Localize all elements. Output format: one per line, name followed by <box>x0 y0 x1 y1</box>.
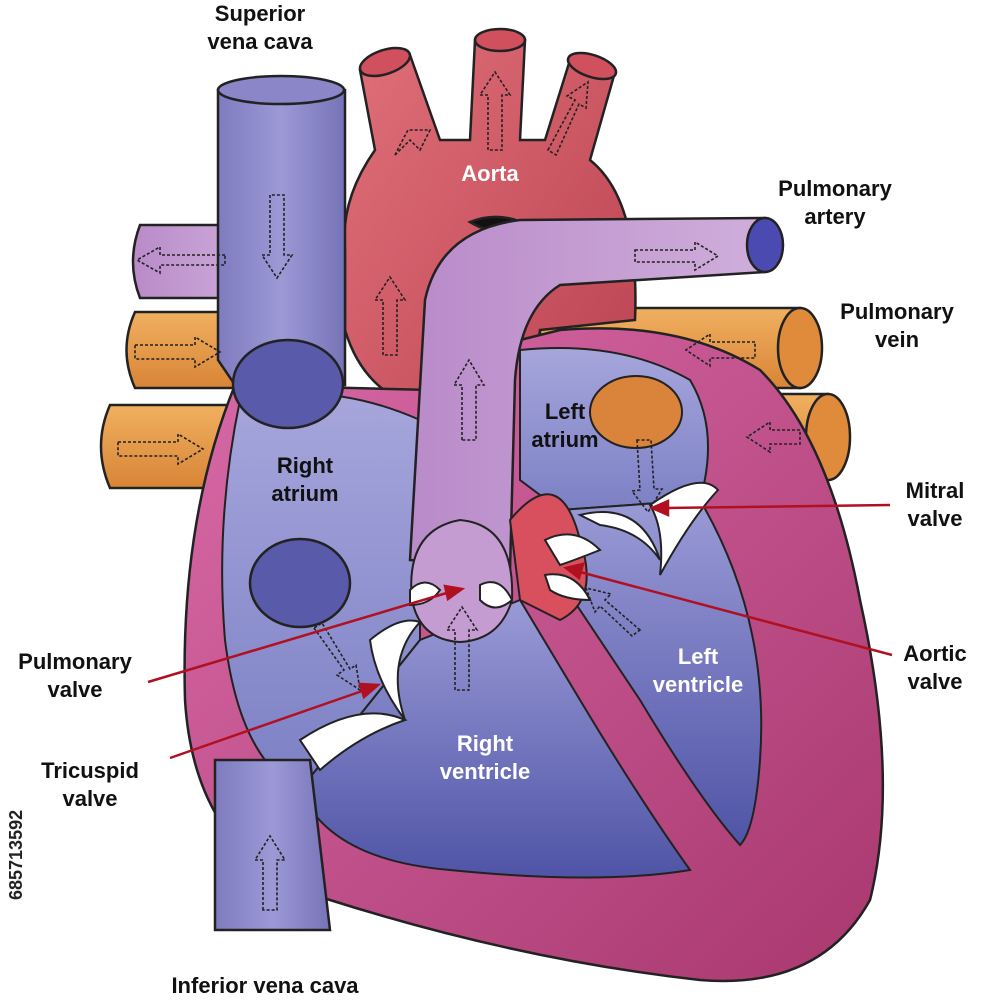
label-line: valve <box>62 786 118 811</box>
label-left-ventricle: Left ventricle <box>628 643 768 699</box>
label-line: atrium <box>271 481 339 506</box>
label-right-atrium: Right atrium <box>250 452 360 508</box>
label-mitral-valve: Mitral valve <box>890 477 980 533</box>
label-line: Tricuspid <box>41 758 139 783</box>
left-ventricle <box>559 498 763 847</box>
label-line: Pulmonary <box>18 649 132 674</box>
label-line: atrium <box>531 427 599 452</box>
label-line: Left <box>677 644 719 669</box>
label-line: valve <box>907 669 963 694</box>
label-line: Right <box>456 731 514 756</box>
label-tricuspid-valve: Tricuspid valve <box>15 757 165 813</box>
label-line: vena cava <box>207 29 313 54</box>
label-left-atrium: Left atrium <box>510 398 620 454</box>
label-line: Mitral <box>905 478 965 503</box>
label-pulmonary-artery: Pulmonary artery <box>750 175 920 231</box>
label-right-ventricle: Right ventricle <box>410 730 560 786</box>
pulmonary-valve-root <box>410 518 514 644</box>
label-line: Right <box>276 453 334 478</box>
label-pulmonary-vein: Pulmonary vein <box>812 298 982 354</box>
label-aorta: Aorta <box>461 161 519 186</box>
label-superior-vena-cava: Superior vena cava <box>180 0 340 56</box>
label-line: valve <box>907 506 963 531</box>
label-aortic-valve: Aortic valve <box>890 640 980 696</box>
pulmonary-artery-vessel <box>408 216 785 572</box>
label-line: ventricle <box>439 759 531 784</box>
label-line: Superior <box>214 1 306 26</box>
label-line: Pulmonary <box>840 299 954 324</box>
label-line: vein <box>874 327 920 352</box>
pulmonary-vein-opening <box>589 375 683 449</box>
label-pulmonary-valve: Pulmonary valve <box>0 648 150 704</box>
vena-cava <box>213 74 352 932</box>
stock-id-watermark: 685713592 <box>6 809 26 900</box>
label-inferior-vena-cava: Inferior vena cava <box>171 973 359 998</box>
label-line: Left <box>544 399 586 424</box>
label-line: Pulmonary <box>778 176 892 201</box>
flow-arrows <box>117 70 801 911</box>
label-line: Aortic <box>903 641 967 666</box>
label-line: ventricle <box>652 672 744 697</box>
pointer-lines <box>147 499 893 760</box>
label-line: valve <box>47 677 103 702</box>
label-line: artery <box>804 204 866 229</box>
